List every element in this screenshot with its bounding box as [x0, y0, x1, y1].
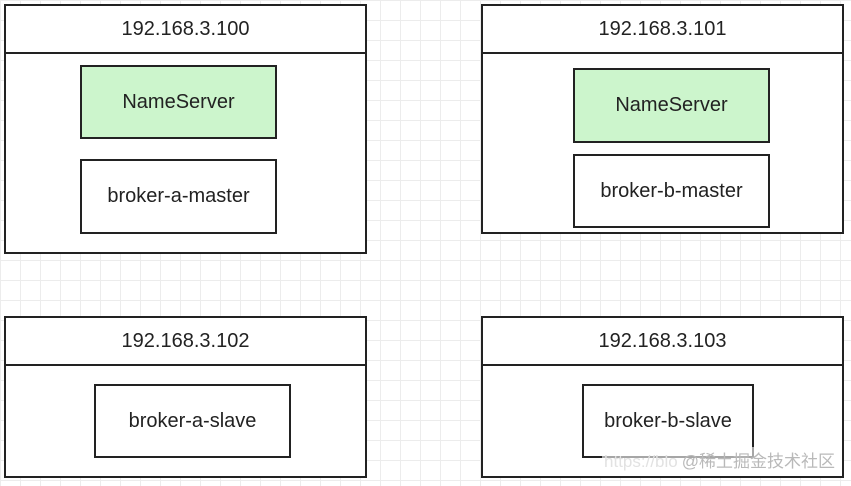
host-ip-label: 192.168.3.103 [483, 318, 842, 366]
host-ip-label: 192.168.3.101 [483, 6, 842, 54]
nameserver-node: NameServer [80, 65, 277, 139]
host-ip-label: 192.168.3.102 [6, 318, 365, 366]
watermark: https://blo@稀土掘金技术社区 [602, 447, 837, 472]
watermark-url: https://blo [604, 452, 678, 471]
host-box-192-168-3-102: 192.168.3.102 broker-a-slave [4, 316, 367, 478]
host-box-192-168-3-100: 192.168.3.100 NameServer broker-a-master [4, 4, 367, 254]
broker-b-master-node: broker-b-master [573, 154, 770, 228]
broker-a-slave-node: broker-a-slave [94, 384, 291, 458]
host-ip-label: 192.168.3.100 [6, 6, 365, 54]
nameserver-node: NameServer [573, 68, 770, 143]
broker-a-master-node: broker-a-master [80, 159, 277, 234]
watermark-text: @稀土掘金技术社区 [681, 452, 835, 471]
host-box-192-168-3-101: 192.168.3.101 NameServer broker-b-master [481, 4, 844, 234]
